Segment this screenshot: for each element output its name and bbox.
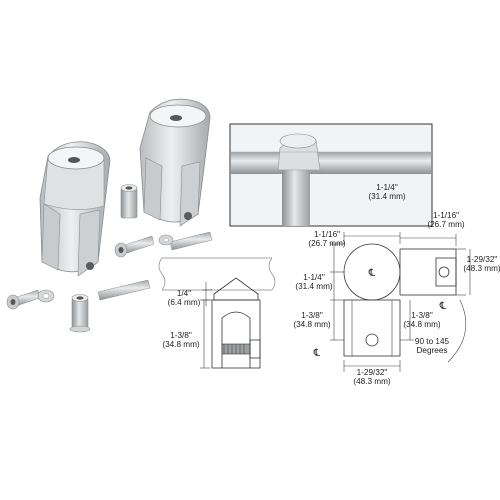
right-width-label: 1-1/16" [433, 211, 459, 220]
left-mid-mm-label: (31.4 mm) [295, 282, 333, 291]
washer-left [37, 289, 55, 303]
left-top-mm-label: (26.7 mm) [308, 239, 346, 248]
top-width-mm-label: (31.4 mm) [368, 192, 406, 201]
bottom-width-mm-label: (48.3 mm) [353, 377, 391, 386]
set-screw-lower [97, 279, 151, 301]
left-low-mm-label: (34.8 mm) [293, 320, 331, 329]
centerline-upper: ℄ [368, 268, 376, 279]
angle-label: 90 to 145 [415, 337, 450, 346]
angle-unit-label: Degrees [417, 346, 448, 355]
side-view-drawing [330, 232, 471, 372]
cap-screw-upper [114, 235, 155, 258]
front-gap-label: 1/4" [177, 289, 191, 298]
bracket-fitting-left [39, 141, 111, 277]
front-view-drawing [158, 257, 276, 369]
sleeve-bushing-upper [120, 184, 138, 219]
installed-joint-inset [229, 123, 433, 227]
centerline-right: ℄ [439, 301, 447, 312]
centerline-left: ℄ [313, 348, 321, 359]
front-height-label: 1-3/8" [170, 331, 192, 340]
bracket-fitting-right [139, 98, 211, 227]
front-gap-mm-label: (6.4 mm) [168, 298, 201, 307]
right-width-mm-label: (26.7 mm) [427, 220, 465, 229]
cap-screw-lower [6, 289, 41, 310]
right-height-mm-label: (48.3 mm) [463, 264, 500, 273]
top-width-label: 1-1/4" [376, 183, 398, 192]
bottom-width-label: 1-29/32" [357, 368, 388, 377]
sleeve-bushing-lower [69, 294, 91, 333]
front-height-mm-label: (34.8 mm) [162, 340, 200, 349]
left-low-label: 1-3/8" [301, 311, 323, 320]
mid-low-mm-label: (34.8 mm) [403, 320, 441, 329]
set-screw-upper [169, 231, 213, 251]
left-mid-label: 1-1/4" [303, 273, 325, 282]
mid-low-label: 1-3/8" [411, 311, 433, 320]
left-top-label: 1-1/16" [314, 230, 340, 239]
washer-right [158, 234, 174, 246]
right-height-label: 1-29/32" [467, 255, 498, 264]
